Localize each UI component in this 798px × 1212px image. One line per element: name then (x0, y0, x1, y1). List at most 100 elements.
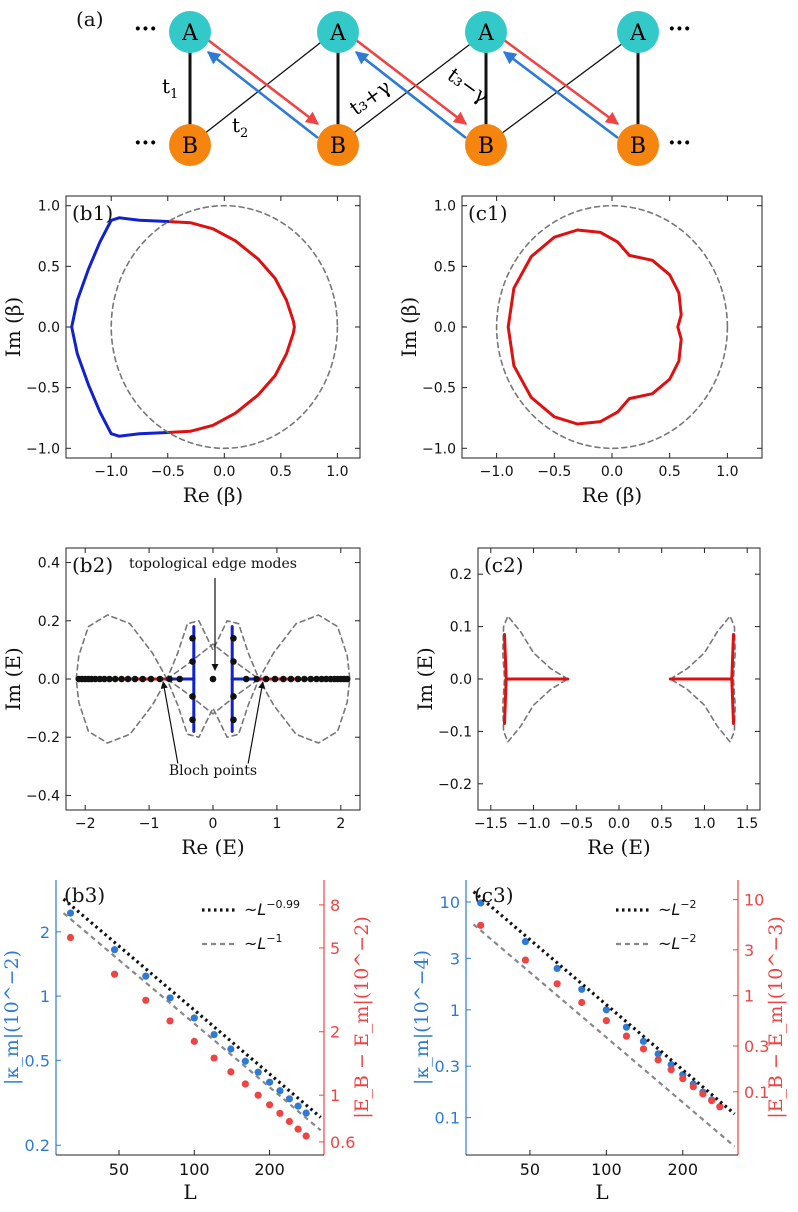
spectrum-point (147, 675, 155, 683)
legend-label: ~L−2 (658, 932, 697, 953)
y-tick-label: −0.1 (438, 724, 472, 740)
spectrum-point (230, 693, 237, 700)
x-tick-label: −0.5 (151, 464, 185, 480)
spectrum-point (230, 716, 237, 724)
y-tick-label: 0.5 (38, 259, 60, 275)
y-tick-label: −0.5 (422, 381, 456, 397)
red-data-point (699, 1090, 707, 1098)
blue-data-point (210, 1030, 218, 1039)
site-a-3 (465, 11, 507, 53)
series-segment-2-3 (730, 633, 735, 725)
site-a-label-3: A (477, 21, 495, 46)
x-tick-label: 50 (520, 1160, 540, 1179)
y-tick-label-left: 2 (40, 923, 50, 942)
site-b-label-2: B (330, 134, 346, 159)
red-data-point (190, 1037, 198, 1045)
site-b-1 (169, 124, 211, 166)
annotation-bloch-points: Bloch points (169, 763, 257, 779)
red-data-point (679, 1075, 687, 1083)
site-a-label-2: A (329, 21, 347, 46)
blue-data-point (602, 1006, 610, 1014)
blue-data-point (553, 964, 561, 973)
y-axis-label-right: |E_B − E_m|(10^−2) (351, 916, 373, 1118)
blue-hopping-arrows (206, 50, 619, 140)
x-tick-label: 0 (209, 816, 218, 832)
panel-label: (b3) (64, 883, 105, 907)
blue-data-point (110, 946, 119, 954)
y-tick-label: 0.0 (38, 672, 60, 688)
unit-circle-dashed (110, 204, 339, 450)
y-tick-label-left: 3 (450, 949, 460, 968)
blue-data-point (654, 1050, 662, 1058)
y-tick-label: 0.5 (434, 259, 456, 275)
blue-data-point (294, 1102, 302, 1110)
spectrum-point (271, 675, 279, 683)
y-tick-label: −0.5 (26, 381, 60, 397)
spectrum-point (101, 675, 108, 683)
blue-data-point (190, 1014, 198, 1022)
ellipsis-left-bottom: ··· (134, 130, 157, 156)
site-b-3 (465, 124, 507, 166)
red-data-point (254, 1091, 262, 1099)
hop-t1-label: t1 (162, 74, 178, 102)
spectrum-point (287, 675, 295, 683)
y-tick-label: 0.1 (450, 620, 472, 636)
red-data-point (166, 1017, 174, 1025)
sites-a: A A A A (169, 11, 659, 53)
x-tick-label: 0.5 (651, 816, 673, 832)
blue-data-point (285, 1095, 294, 1103)
blue-data-point (66, 909, 75, 917)
hop-t2-label: t2 (232, 113, 248, 141)
x-tick-label: 1.0 (693, 816, 715, 832)
blue-data-point (521, 937, 530, 946)
ellipsis-left-top: ··· (134, 16, 157, 42)
blue-data-point (265, 1078, 274, 1086)
site-b-4 (617, 124, 659, 166)
blue-data-point (302, 1109, 310, 1117)
x-tick-label: 0.0 (213, 464, 235, 480)
x-axis-label: Re (E) (587, 835, 650, 859)
blue-data-point (241, 1057, 249, 1065)
y-tick-label-right: 1 (744, 987, 754, 1006)
series-line-1 (166, 643, 260, 715)
spectrum-point (209, 675, 217, 683)
y-tick-label-right: 2 (330, 1023, 340, 1042)
red-data-point (276, 1109, 284, 1117)
y-tick-label: 0.0 (450, 672, 472, 688)
x-tick-label: −0.5 (537, 464, 571, 480)
series-line-0 (166, 220, 296, 434)
y-tick-label: 0.4 (38, 556, 60, 572)
y-tick-label-right: 8 (330, 896, 340, 915)
x-tick-label: 0.5 (659, 464, 681, 480)
y-tick-label: −0.4 (26, 788, 60, 804)
blue-data-point (667, 1061, 675, 1069)
series-line-0 (506, 228, 683, 426)
fit-line-dotted (62, 897, 322, 1119)
legend-label: ~L−1 (244, 932, 283, 953)
panel-label: (b1) (72, 201, 113, 225)
x-tick-label: −1.0 (480, 464, 514, 480)
x-axis-label: Re (E) (181, 835, 244, 859)
spectrum-point (189, 693, 196, 700)
y-tick-label-right: 3 (744, 941, 754, 960)
red-data-point (477, 921, 485, 929)
y-tick-label-right: 5 (330, 939, 340, 958)
x-tick-label: 0.0 (608, 816, 630, 832)
spectrum-point (189, 658, 196, 665)
x-tick-label: 1.5 (736, 816, 758, 832)
site-b-label-3: B (478, 134, 494, 159)
y-tick-label: −1.0 (422, 441, 456, 457)
red-data-point (285, 1117, 294, 1126)
spectrum-point (294, 675, 302, 683)
red-data-point (553, 980, 561, 988)
red-data-point (66, 933, 75, 942)
ellipsis-right-bottom: ··· (668, 130, 691, 156)
blue-data-point (142, 972, 150, 980)
spectrum-point (131, 675, 139, 683)
x-tick-label: −0.5 (559, 816, 593, 832)
series-line-0 (502, 615, 569, 743)
spectrum-point (253, 675, 260, 683)
